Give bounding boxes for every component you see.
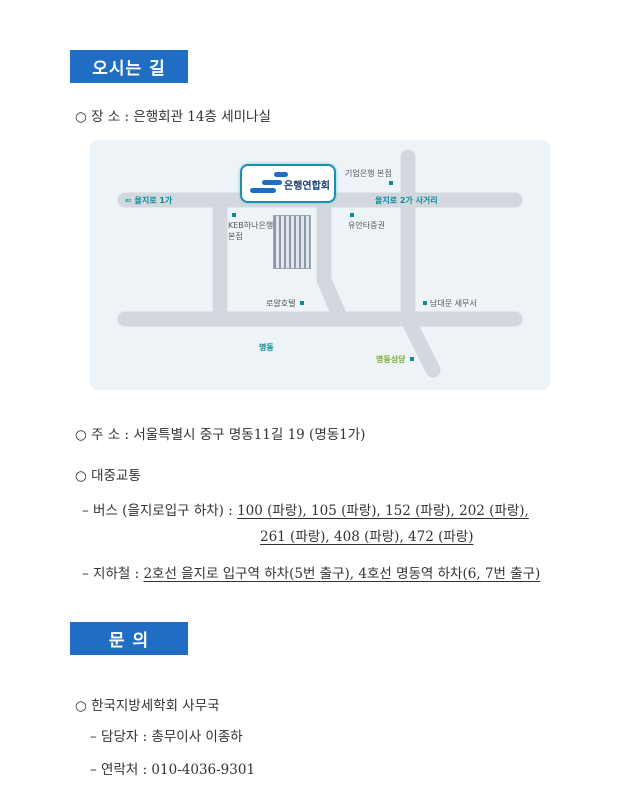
label-yuanta: 유안타증권 xyxy=(348,221,385,230)
transit-title: ○ 대중교통 xyxy=(75,468,141,484)
marker-icon xyxy=(389,181,393,185)
bus-lines-2: 261 (파랑), 408 (파랑), 472 (파랑) xyxy=(260,529,474,545)
marker-icon xyxy=(423,301,427,305)
subway-label: – 지하철 : xyxy=(82,566,144,582)
marker-icon xyxy=(300,301,304,305)
logo-stripe xyxy=(250,188,276,193)
subway-lines: 2호선 을지로 입구역 하차(5번 출구), 4호선 명동역 하차(6, 7번 … xyxy=(143,566,541,582)
label-ibk: 기업은행 본점 xyxy=(345,169,392,178)
subway-row: – 지하철 : 2호선 을지로 입구역 하차(5번 출구), 4호선 명동역 하… xyxy=(82,562,540,582)
marker-icon xyxy=(410,357,414,361)
contact-phone: – 연락처 : 010-4036-9301 xyxy=(90,762,256,778)
contact-org: ○ 한국지방세학회 사무국 xyxy=(75,698,220,714)
label-euljiro2: 을지로 2가 사거리 xyxy=(375,196,438,205)
logo-name: 은행연합회 xyxy=(284,181,330,192)
location-map: ⇐ 을지로 1가 을지로 2가 사거리 기업은행 본점 KEB하나은행 본점 유… xyxy=(90,140,550,390)
marker-icon xyxy=(232,213,236,217)
section-header-contact: 문 의 xyxy=(70,622,188,655)
label-keb: KEB하나은행 xyxy=(228,221,274,230)
label-keb-2: 본점 xyxy=(228,232,243,241)
venue-text: ○ 장 소 : 은행회관 14층 세미나실 xyxy=(75,109,271,125)
label-royal: 로얄호텔 xyxy=(266,299,296,308)
label-cathedral: 명동성당 xyxy=(376,355,406,364)
address-text: ○ 주 소 : 서울특별시 중구 명동11길 19 (명동1가) xyxy=(75,427,366,443)
contact-manager: – 담당자 : 총무이사 이종하 xyxy=(90,729,243,745)
bus-row: – 버스 (을지로입구 하차) : 100 (파랑), 105 (파랑), 15… xyxy=(82,499,529,519)
bus-label: – 버스 (을지로입구 하차) : xyxy=(82,503,238,519)
marker-icon xyxy=(350,213,354,217)
label-euljiro1: ⇐ 을지로 1가 xyxy=(125,196,173,205)
label-myeongdong: 명동 xyxy=(259,343,274,352)
bank-association-callout: 은행연합회 xyxy=(240,164,336,203)
building-icon xyxy=(273,215,311,269)
bus-lines-1: 100 (파랑), 105 (파랑), 152 (파랑), 202 (파랑), xyxy=(237,503,529,519)
section-header-directions: 오시는 길 xyxy=(70,50,188,83)
logo-icon xyxy=(274,172,288,177)
logo-stripe xyxy=(262,180,282,185)
label-namdaemun: 남대문 세무서 xyxy=(430,299,477,308)
